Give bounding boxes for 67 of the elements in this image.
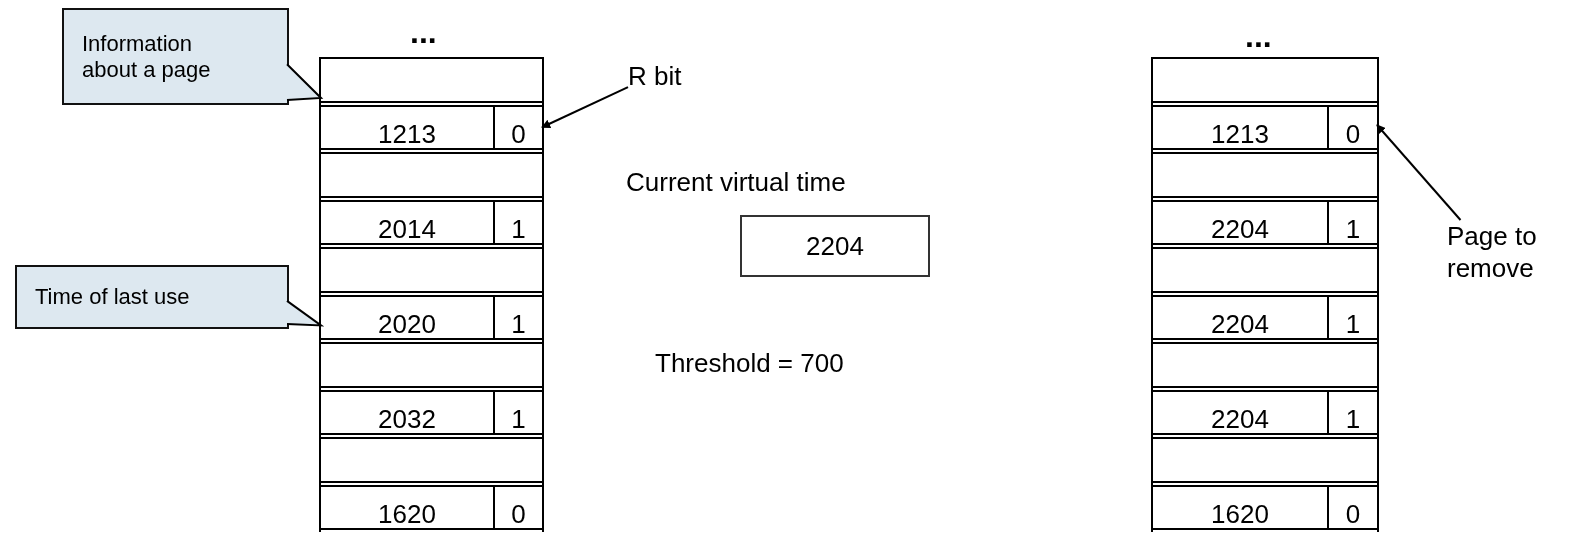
callout-pointer bbox=[286, 299, 325, 327]
time-cell bbox=[321, 294, 495, 340]
cell-value: 0 bbox=[511, 500, 526, 528]
table-row bbox=[1153, 247, 1377, 293]
cell-value: 1 bbox=[1345, 405, 1361, 433]
heading-text: Current virtual time bbox=[626, 167, 846, 198]
annotation-text: R bit bbox=[628, 60, 708, 94]
ellipsis-text: ... bbox=[410, 14, 437, 51]
arrow bbox=[541, 86, 629, 129]
time-cell bbox=[321, 199, 495, 245]
cell-value: 1620 bbox=[1211, 500, 1269, 528]
time-value: 2204 bbox=[806, 230, 864, 262]
cell-value: 1 bbox=[1345, 310, 1361, 338]
callout-pointer bbox=[286, 63, 324, 101]
arrow bbox=[1376, 124, 1462, 221]
time-cell bbox=[1153, 104, 1329, 150]
time-cell bbox=[1153, 484, 1329, 530]
bit-cell bbox=[495, 199, 542, 245]
cell-value: 0 bbox=[1345, 120, 1361, 148]
time-cell bbox=[321, 104, 495, 150]
table-row bbox=[1153, 152, 1377, 198]
bit-cell bbox=[1329, 484, 1377, 530]
cell-value: 2204 bbox=[1211, 310, 1269, 338]
bit-cell bbox=[1329, 389, 1377, 435]
callout-text: Information about a page bbox=[82, 30, 212, 83]
callout-box bbox=[62, 8, 289, 105]
callout-box bbox=[15, 265, 289, 329]
time-cell bbox=[321, 484, 495, 530]
cell-value: 2032 bbox=[378, 405, 436, 433]
time-cell bbox=[1153, 294, 1329, 340]
time-cell bbox=[321, 389, 495, 435]
cell-value: 2204 bbox=[1211, 405, 1269, 433]
table-row bbox=[1153, 57, 1377, 103]
table-row bbox=[321, 152, 542, 198]
time-cell bbox=[1153, 389, 1329, 435]
cell-value: 1 bbox=[1345, 215, 1361, 243]
ellipsis-text: ... bbox=[1245, 18, 1272, 55]
callout-text: Time of last use bbox=[35, 284, 190, 310]
cell-value: 1 bbox=[511, 215, 526, 243]
bit-cell bbox=[495, 294, 542, 340]
threshold-text: Threshold = 700 bbox=[655, 348, 844, 379]
table-row bbox=[321, 247, 542, 293]
cell-value: 1 bbox=[511, 310, 526, 338]
page-table bbox=[319, 57, 544, 532]
table-row bbox=[321, 342, 542, 388]
bit-cell bbox=[1329, 199, 1377, 245]
cell-value: 1 bbox=[511, 405, 526, 433]
cell-value: 1620 bbox=[378, 500, 436, 528]
bit-cell bbox=[495, 389, 542, 435]
cell-value: 1213 bbox=[1211, 120, 1269, 148]
bit-cell bbox=[495, 484, 542, 530]
page-table bbox=[1151, 57, 1379, 532]
cell-value: 0 bbox=[1345, 500, 1361, 528]
bit-cell bbox=[1329, 294, 1377, 340]
table-row bbox=[1153, 342, 1377, 388]
table-row bbox=[321, 437, 542, 483]
cell-value: 0 bbox=[511, 120, 526, 148]
cell-value: 1213 bbox=[378, 120, 436, 148]
table-row bbox=[321, 57, 542, 103]
table-row bbox=[1153, 437, 1377, 483]
cell-value: 2014 bbox=[378, 215, 436, 243]
cell-value: 2204 bbox=[1211, 215, 1269, 243]
annotation-text: Page to remove bbox=[1447, 220, 1582, 300]
bit-cell bbox=[495, 104, 542, 150]
time-cell bbox=[1153, 199, 1329, 245]
bit-cell bbox=[1329, 104, 1377, 150]
cell-value: 2020 bbox=[378, 310, 436, 338]
